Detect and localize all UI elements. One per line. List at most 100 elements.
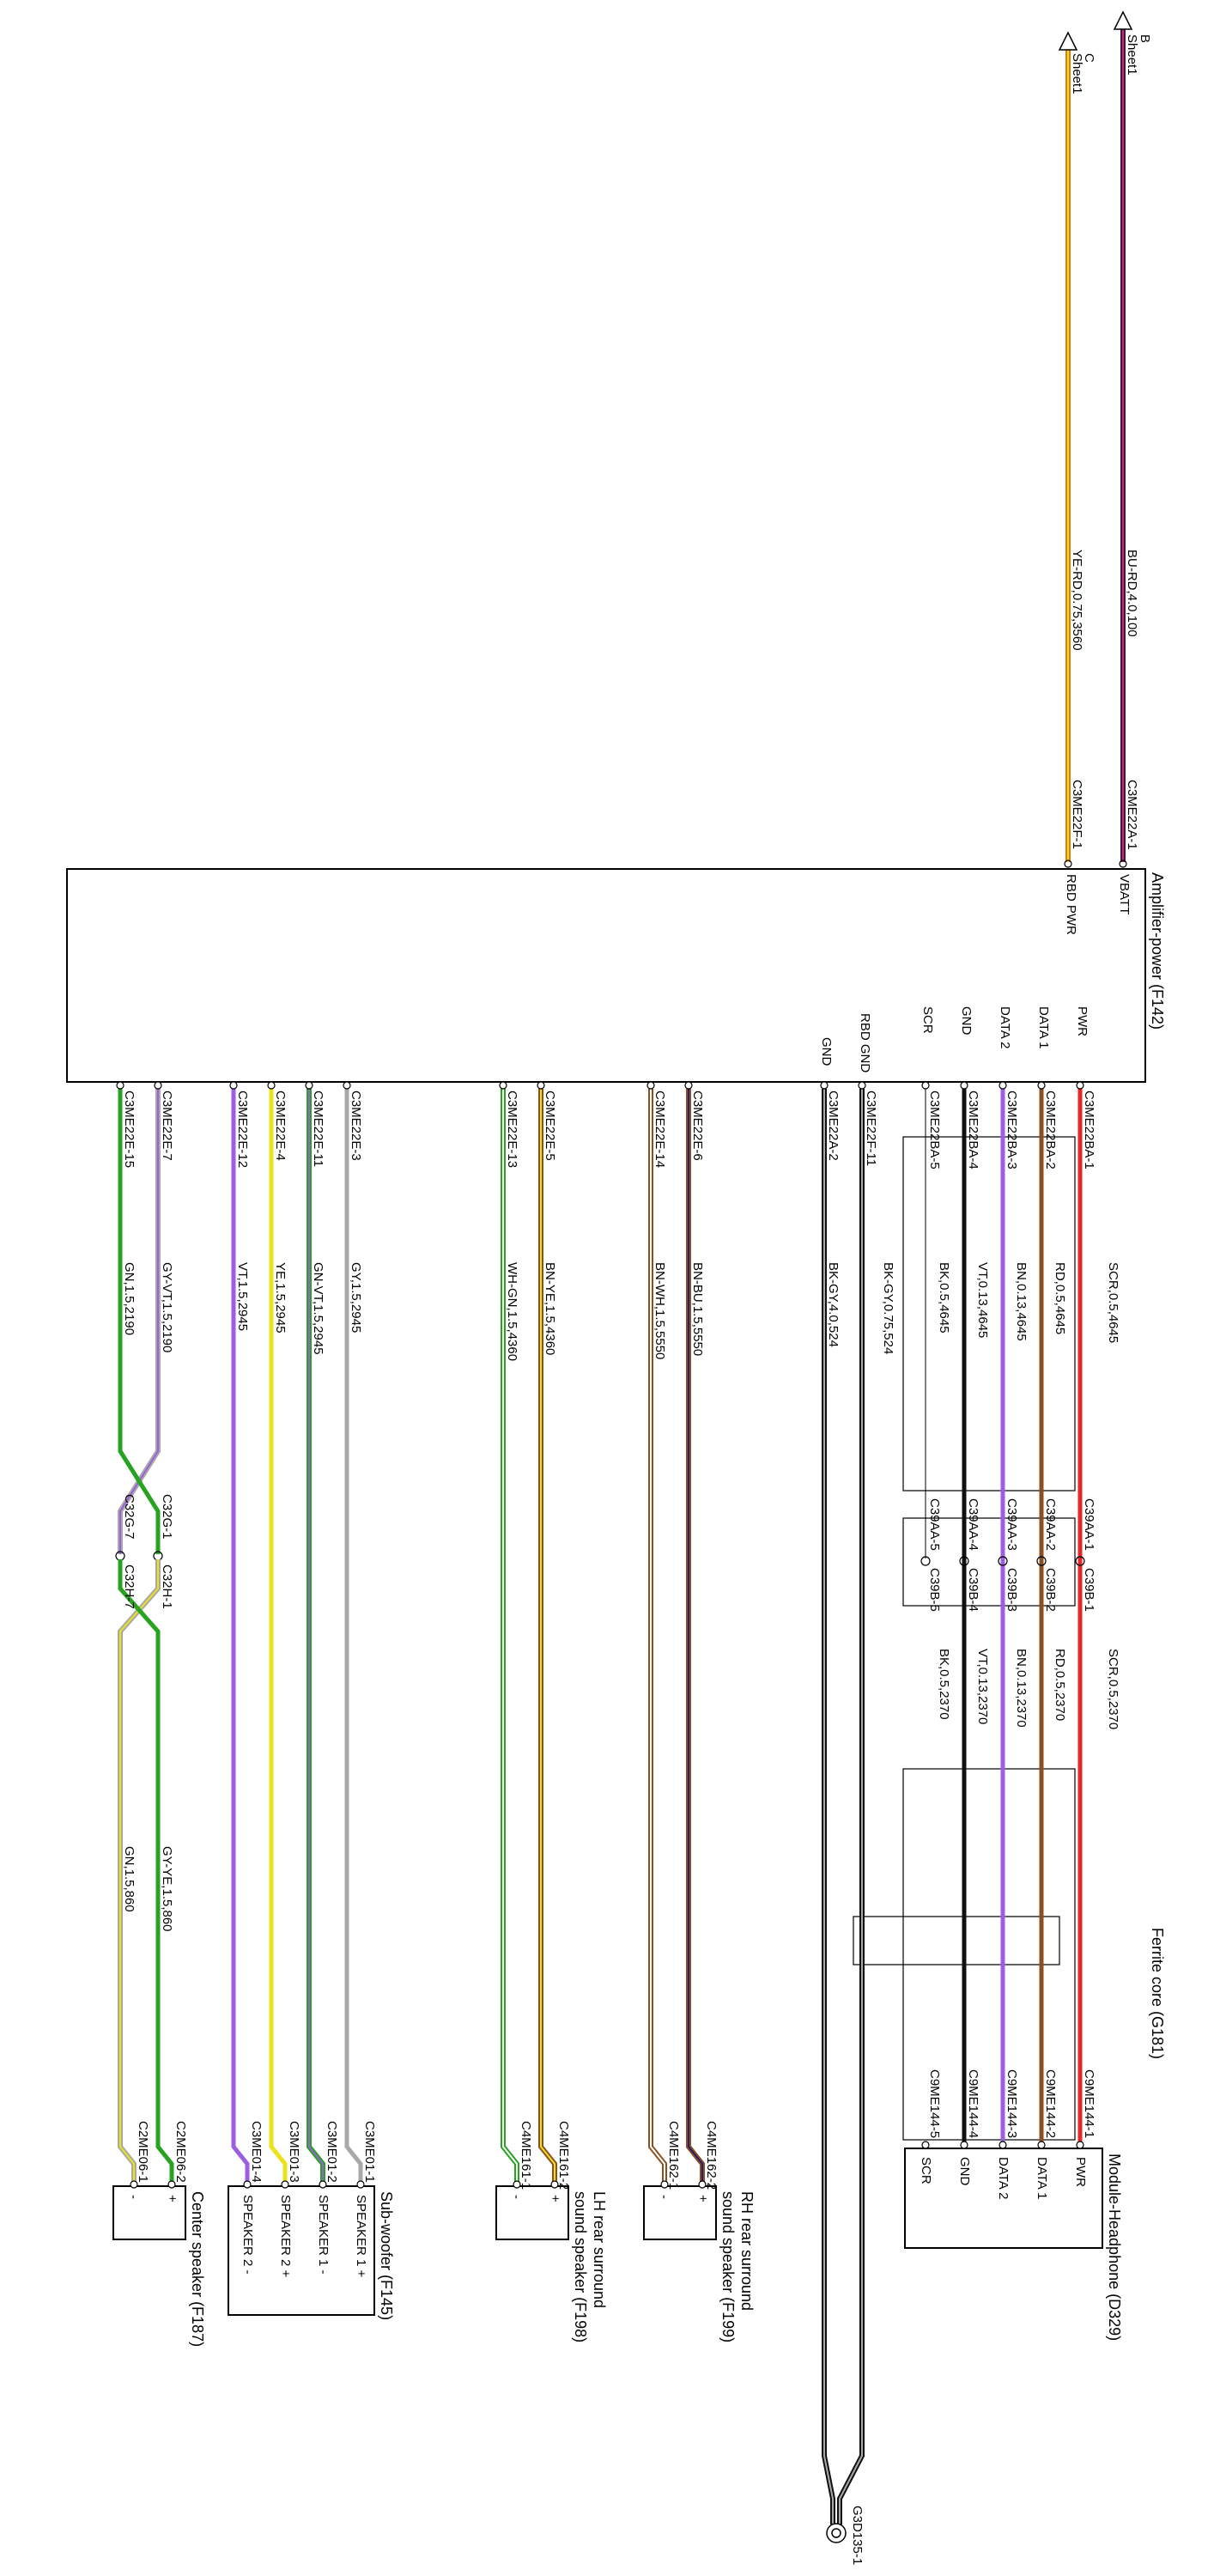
offsheet-b-wire-label: BU-RD,4.0,100 bbox=[1125, 550, 1139, 637]
sub-pin-3: SPEAKER 2 + bbox=[278, 2195, 293, 2278]
inline-b5: C39B-5 bbox=[927, 1568, 942, 1612]
terminal-dot bbox=[999, 2141, 1007, 2149]
hp1-bn: BN,0.13,4645 bbox=[1014, 1262, 1029, 1341]
amp-pin-rbd-pwr: RBD PWR bbox=[1064, 874, 1078, 935]
hp-term-4: C9ME144-4 bbox=[966, 2069, 980, 2138]
terminal-dot bbox=[646, 1081, 655, 1090]
terminal-dot bbox=[921, 1081, 930, 1090]
ferrite-core-label: Ferrite core (G181) bbox=[1149, 1928, 1166, 2059]
offsheet-b-group: B Sheet1 BU-RD,4.0,100 C3ME22A-1 bbox=[1113, 10, 1152, 868]
terminal-dot bbox=[356, 2180, 365, 2189]
term-e13: C3ME22E-13 bbox=[505, 1091, 519, 1168]
hp2-scr: SCR,0.5,2370 bbox=[1106, 1649, 1120, 1729]
terminal-dot bbox=[281, 2180, 289, 2189]
shield-box-3 bbox=[902, 1768, 1076, 2141]
rh-term-1: C4ME162-2 bbox=[704, 2121, 719, 2190]
offsheet-c-wire-label: YE-RD,0.75,3560 bbox=[1070, 550, 1084, 651]
center-pin-plus: + bbox=[165, 2195, 179, 2202]
hp-term-3: C9ME144-3 bbox=[1005, 2069, 1019, 2138]
term-e4: C3ME22E-4 bbox=[273, 1091, 288, 1161]
center-inline-3: C32G-7 bbox=[122, 1494, 137, 1540]
terminal-dot bbox=[1076, 2141, 1084, 2149]
hp-term-5: C9ME144-5 bbox=[927, 2069, 942, 2138]
lh-speaker-box bbox=[495, 2185, 569, 2240]
terminal-dot bbox=[858, 1081, 866, 1090]
offsheet-c-group: C Sheet1 YE-RD,0.75,3560 C3ME22F-1 bbox=[1058, 31, 1096, 868]
rh-speaker-title-1: RH rear surround bbox=[738, 2191, 756, 2311]
inline-b4: C39B-4 bbox=[966, 1568, 980, 1612]
terminal-dot bbox=[513, 2180, 521, 2189]
terminal-dot bbox=[820, 1081, 829, 1090]
term-f11: C3ME22F-11 bbox=[864, 1091, 878, 1166]
terminal-dot bbox=[684, 1081, 693, 1090]
inline-b3: C39B-3 bbox=[1005, 1568, 1019, 1612]
amplifier-box bbox=[66, 868, 1146, 1083]
lh-term-1: C4ME161-2 bbox=[556, 2121, 571, 2190]
terminal-dot bbox=[499, 1081, 507, 1090]
gnd-wire-2: BK-GY,4.0,524 bbox=[826, 1262, 841, 1347]
term-ba4: C3ME22BA-4 bbox=[966, 1091, 980, 1170]
hp1-scr: SCR,0.5,4645 bbox=[1106, 1262, 1120, 1343]
rh-pin-plus: + bbox=[695, 2195, 710, 2202]
hp2-bn: BN,0.13,2370 bbox=[1014, 1649, 1029, 1728]
sub-pin-4: SPEAKER 2 - bbox=[240, 2195, 255, 2275]
sub-term-2: C3ME01-2 bbox=[325, 2121, 339, 2183]
terminal-dot bbox=[999, 1081, 1007, 1090]
gnd-wire-1: BK-GY,0.75,524 bbox=[881, 1262, 895, 1354]
center-inline-4: C32H-7 bbox=[122, 1564, 137, 1609]
inline-a4: C39AA-4 bbox=[966, 1498, 980, 1551]
rh-wire-1: BN-BU,1.5,5550 bbox=[690, 1262, 705, 1356]
center-wire-1b: GN,1.5,2190 bbox=[122, 1262, 137, 1335]
offsheet-b-terminal: C3ME22A-1 bbox=[1125, 780, 1139, 850]
terminal-dot bbox=[267, 1081, 276, 1090]
sub-wire-1: GY,1.5,2945 bbox=[349, 1262, 363, 1333]
center-wire-2a: GY-YE,1.5,860 bbox=[160, 1846, 174, 1932]
amp-pin-pwr: PWR bbox=[1075, 1006, 1090, 1036]
terminal-dot bbox=[130, 2180, 138, 2189]
ground-point-label: G3D135-1 bbox=[850, 2506, 865, 2565]
lh-speaker-title-2: sound speaker (F198) bbox=[572, 2191, 589, 2342]
term-ba2: C3ME22BA-2 bbox=[1043, 1091, 1058, 1170]
lh-pin-plus: + bbox=[548, 2195, 562, 2202]
center-inline-2: C32H-1 bbox=[160, 1564, 174, 1609]
hp-term-1: C9ME144-1 bbox=[1082, 2069, 1096, 2138]
term-e6: C3ME22E-6 bbox=[690, 1091, 705, 1161]
terminal-dot bbox=[660, 2180, 669, 2189]
amp-pin-vbatt: VBATT bbox=[1117, 874, 1132, 914]
hp-pin-2: DATA 1 bbox=[1035, 2157, 1049, 2199]
terminal-dot bbox=[1037, 1081, 1046, 1090]
term-ba5: C3ME22BA-5 bbox=[927, 1091, 942, 1170]
term-e3: C3ME22E-3 bbox=[349, 1091, 363, 1161]
amp-pin-gnd-2: GND bbox=[819, 1037, 834, 1066]
inline-a1: C39AA-1 bbox=[1082, 1498, 1096, 1551]
offsheet-c-letter: C bbox=[1082, 53, 1096, 63]
subwoofer-box bbox=[228, 2185, 375, 2316]
hp1-vt: VT,0.13,4645 bbox=[975, 1262, 990, 1338]
ground-wires: C3ME22F-11 C3ME22A-2 BK-GY,0.75,524 BK-G… bbox=[822, 1089, 895, 2565]
hp1-rd: RD,0.5,4645 bbox=[1053, 1262, 1067, 1334]
amp-pin-data1: DATA 1 bbox=[1036, 1006, 1051, 1048]
hp-pin-5: SCR bbox=[919, 2157, 933, 2184]
headphone-bus: Ferrite core (G181) C3ME22BA-1 C3ME22BA-… bbox=[853, 1089, 1166, 2341]
offsheet-b-letter: B bbox=[1138, 34, 1152, 43]
terminal-dot bbox=[243, 2180, 252, 2189]
term-e12: C3ME22E-12 bbox=[235, 1091, 250, 1168]
hp-pin-4: GND bbox=[957, 2157, 972, 2186]
term-e11: C3ME22E-11 bbox=[311, 1091, 325, 1167]
terminal-dot bbox=[1037, 2141, 1046, 2149]
center-group: C3ME22E-7 C3ME22E-15 GY-VT,1.5,2190 GN,1… bbox=[112, 1089, 206, 2347]
amplifier-title: Amplifier-power (F142) bbox=[1149, 872, 1166, 1030]
sub-wire-3: YE,1.5,2945 bbox=[273, 1262, 288, 1334]
offsheet-c-terminal: C3ME22F-1 bbox=[1070, 780, 1084, 849]
lh-rear-group: C3ME22E-5 C3ME22E-13 BN-YE,1.5,4360 WH-G… bbox=[495, 1089, 608, 2342]
terminal-dot bbox=[154, 1081, 162, 1090]
sub-pin-2: SPEAKER 1 - bbox=[316, 2195, 331, 2275]
sub-pin-1: SPEAKER 1 + bbox=[354, 2195, 368, 2278]
hp2-bk: BK,0.5,2370 bbox=[937, 1649, 951, 1720]
terminal-dot bbox=[960, 2141, 968, 2149]
rh-pin-minus: - bbox=[657, 2195, 671, 2199]
center-inline-1: C32G-1 bbox=[160, 1494, 174, 1540]
amp-terminal-dots bbox=[116, 1081, 1084, 2189]
